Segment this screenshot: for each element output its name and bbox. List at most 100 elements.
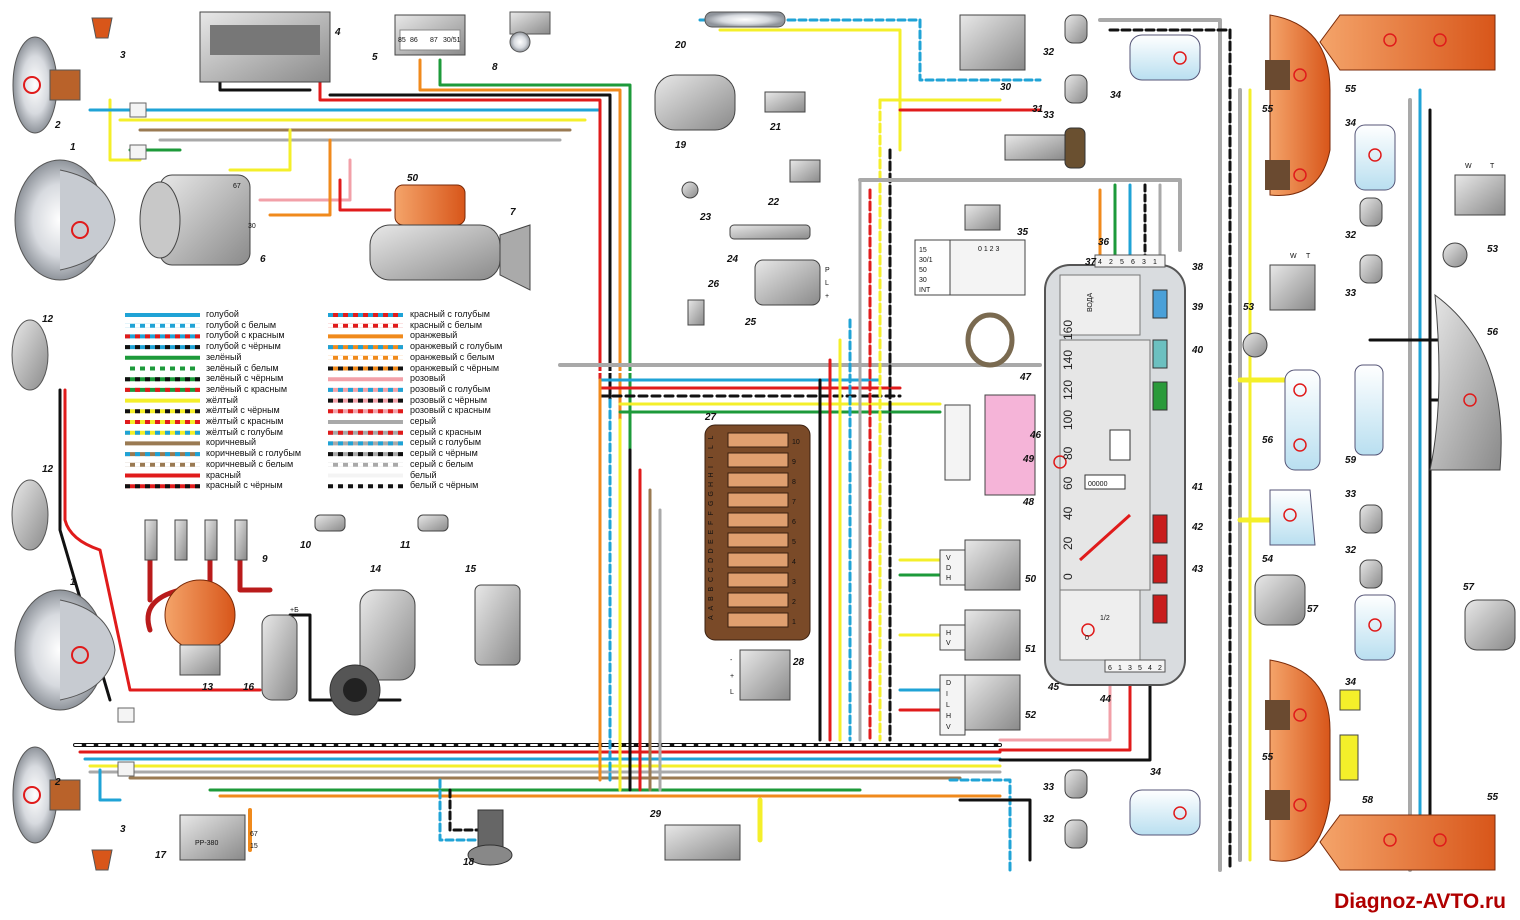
component-number-c38: 38 [1192, 262, 1204, 273]
component-number-c24: 24 [726, 254, 739, 265]
odometer: 00000 [1088, 481, 1108, 488]
component-number-c30: 30 [1000, 82, 1012, 93]
component-number-c45: 45 [1047, 682, 1060, 693]
alternator [139, 174, 251, 266]
component-number-34: 34 [1150, 767, 1162, 778]
fuse [727, 572, 789, 588]
component-number-c8: 8 [492, 62, 498, 73]
cluster-bottom-pin: 2 [1158, 665, 1162, 672]
legend-label: серый с красным [410, 426, 482, 437]
component-number-c35: 35 [1017, 227, 1029, 238]
switch-50 [939, 539, 1021, 591]
ignition-terminal: 50 [919, 267, 927, 274]
fuse-letter: L [708, 436, 715, 440]
fuel-mark-half: 1/2 [1100, 615, 1110, 622]
distributor [164, 579, 236, 676]
component-number-c47: 47 [1019, 372, 1032, 383]
fuse [727, 512, 789, 528]
cluster-bottom-pin: 3 [1128, 665, 1132, 672]
speed-scale-0: 0 [1061, 573, 1075, 580]
voltage-regulator [179, 814, 246, 861]
pin-label: 67 [233, 183, 241, 190]
fuse-letter: D [708, 558, 715, 563]
component-number-34: 34 [1345, 677, 1357, 688]
component-number-33: 33 [1043, 110, 1055, 121]
component-number-c23: 23 [699, 212, 712, 223]
fuse [727, 472, 789, 488]
switch-52-pin: H [946, 713, 951, 720]
ignition-coil [261, 614, 298, 701]
fuse [727, 612, 789, 628]
component-number-c53a: 53 [1487, 244, 1499, 255]
component-number-c20: 20 [674, 40, 687, 51]
rear-lamp-right-bottom [1319, 814, 1496, 871]
pin-label: L [730, 689, 734, 696]
fuse-letter: I [708, 457, 715, 459]
component-number-c12a: 12 [42, 314, 54, 325]
legend-label: красный [206, 469, 241, 480]
sender-24 [729, 224, 811, 240]
component-number-c55c: 55 [1262, 752, 1274, 763]
sound-signal-bottom [91, 849, 113, 871]
sensor-26 [687, 299, 705, 326]
pin-label: + [825, 293, 829, 300]
cluster-top-pin: 6 [1131, 259, 1135, 266]
component-number-c14: 14 [370, 564, 382, 575]
legend-label: розовый [410, 373, 446, 384]
fuse-number: 9 [792, 459, 796, 466]
component-number-c7: 7 [510, 207, 516, 218]
fuse-letter: G [708, 491, 715, 496]
component-number-c40: 40 [1191, 345, 1204, 356]
water-temp-label: ВОДА [1087, 293, 1094, 312]
pin-label: P [825, 267, 830, 274]
component-number-c31: 31 [1032, 104, 1044, 115]
sensor-11 [417, 514, 449, 532]
component-number-c29: 29 [649, 809, 662, 820]
component-number-c26: 26 [707, 279, 720, 290]
legend-label: оранжевый с белым [410, 351, 495, 362]
sensor-10 [314, 514, 346, 532]
heater-motor [654, 74, 736, 131]
cluster-bottom-pin: 1 [1118, 665, 1122, 672]
rear-lamp-left-top [1265, 14, 1331, 196]
speed-scale-80: 80 [1061, 446, 1075, 460]
pin-label: 67 [250, 831, 258, 838]
component-number-c22: 22 [767, 197, 780, 208]
component-number-c53b: 53 [1243, 302, 1255, 313]
component-number-c48: 48 [1022, 497, 1035, 508]
legend-label: красный с чёрным [206, 480, 283, 491]
component-number-c15: 15 [465, 564, 477, 575]
lamp-59 [1354, 364, 1384, 456]
component-number-c11: 11 [400, 540, 411, 551]
component-number-c2b: 2 [54, 777, 61, 788]
speed-scale-140: 140 [1061, 350, 1075, 370]
fuel-mark-empty: 0 [1085, 635, 1089, 642]
pressure-sensor-18 [467, 809, 513, 866]
component-number-c55a: 55 [1262, 104, 1274, 115]
legend-label: серый с голубым [410, 437, 482, 448]
bulb-markers [1053, 33, 1477, 847]
pin-label: L [825, 280, 829, 287]
switch-50-pin: D [946, 565, 951, 572]
pin-label: + [730, 673, 734, 680]
switch-52-pin: L [946, 702, 950, 709]
fuse-letter: C [708, 577, 715, 582]
ignition-terminal: INT [919, 287, 931, 294]
legend-label: жёлтый с голубым [206, 426, 283, 437]
switch-23 [681, 181, 699, 199]
component-number-c46: 46 [1029, 430, 1042, 441]
fuse-letter: A [708, 615, 715, 620]
speed-scale-160: 160 [1061, 320, 1075, 340]
relay-28 [739, 649, 791, 701]
component-number-c5: 5 [372, 52, 378, 63]
fuse-number: 7 [792, 499, 796, 506]
fuse-number: 1 [792, 619, 796, 626]
lamps-32-33 [1064, 14, 1383, 849]
fuse [727, 432, 789, 448]
cluster-bottom-pin: 4 [1148, 665, 1152, 672]
component-number-c21: 21 [769, 122, 782, 133]
switch-50-pin: H [946, 575, 951, 582]
component-number-c50b: 50 [1025, 574, 1037, 585]
plate-lamp-56 [1284, 293, 1502, 471]
